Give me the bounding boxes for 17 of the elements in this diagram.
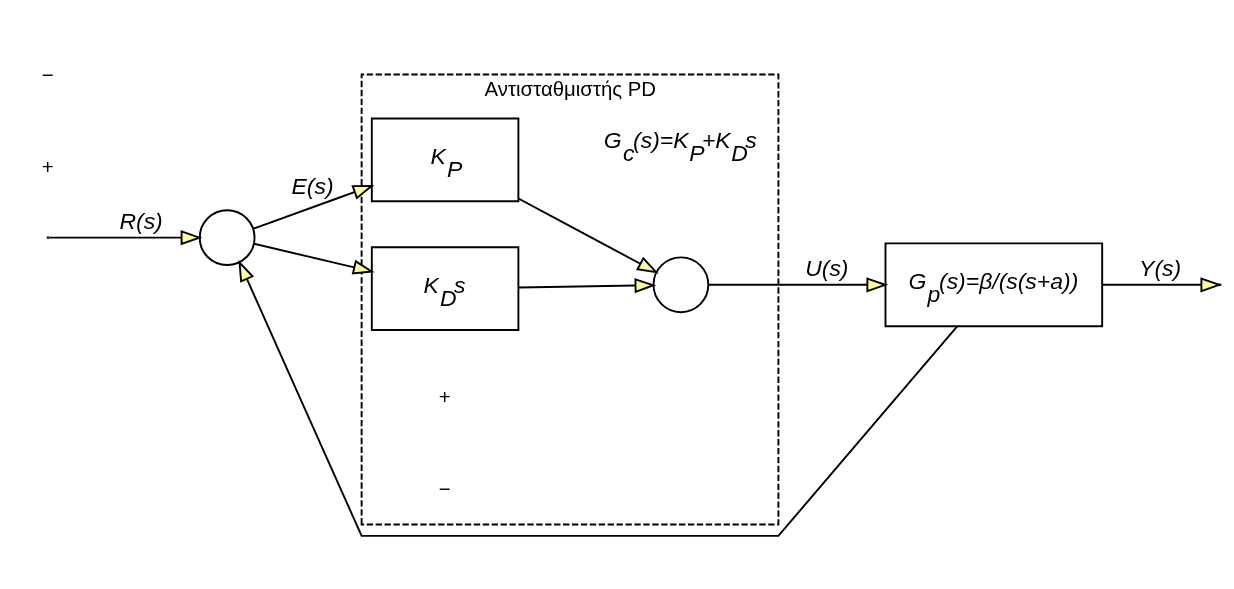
label: + xyxy=(41,155,54,178)
edge-label: R(s) xyxy=(119,207,163,234)
arrow xyxy=(253,242,375,275)
label: − xyxy=(41,63,54,86)
arrow xyxy=(238,259,959,537)
arrow xyxy=(517,277,657,293)
label: + xyxy=(438,385,451,408)
edge-label: E(s) xyxy=(291,172,334,199)
node-circle xyxy=(198,208,256,266)
node-circle xyxy=(652,255,710,313)
arrow xyxy=(48,229,203,245)
arrow xyxy=(252,184,375,230)
edge-label: Y(s) xyxy=(1139,254,1182,281)
arrow xyxy=(517,197,659,274)
arrow xyxy=(707,276,889,292)
edge-label: U(s) xyxy=(805,254,849,281)
label: − xyxy=(438,477,451,500)
